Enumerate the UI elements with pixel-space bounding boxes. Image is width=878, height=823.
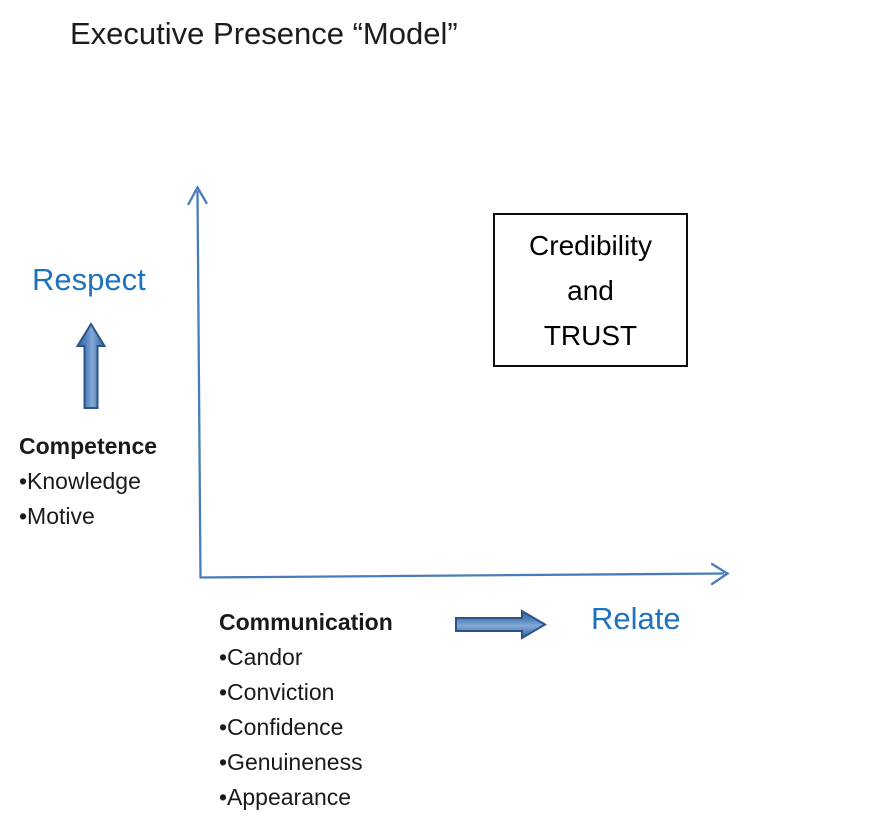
communication-heading: Communication (219, 609, 393, 635)
list-item: •Conviction (219, 679, 335, 705)
credibility-box-line: and (567, 274, 614, 306)
competence-heading: Competence (19, 433, 158, 459)
credibility-box-line: TRUST (543, 319, 638, 351)
up-block-arrow-icon (75, 322, 107, 409)
x-axis-label: Relate (591, 601, 681, 636)
list-item: •Genuineness (219, 749, 363, 775)
communication-block: Communication •Candor •Conviction •Confi… (219, 605, 393, 815)
y-axis-label: Respect (32, 262, 146, 297)
right-block-arrow-icon (455, 609, 547, 640)
credibility-box-line: Credibility (529, 229, 652, 261)
competence-block: Competence •Knowledge •Motive (19, 429, 157, 534)
list-item: •Appearance (219, 784, 352, 810)
x-axis-arrow-icon (199, 562, 730, 586)
list-item: •Confidence (219, 714, 344, 740)
credibility-trust-box: Credibility and TRUST (493, 213, 688, 367)
y-axis-arrow-icon (187, 185, 208, 579)
page-title: Executive Presence “Model” (70, 16, 458, 51)
list-item: •Knowledge (19, 468, 141, 494)
list-item: •Motive (19, 503, 95, 529)
list-item: •Candor (219, 644, 303, 670)
